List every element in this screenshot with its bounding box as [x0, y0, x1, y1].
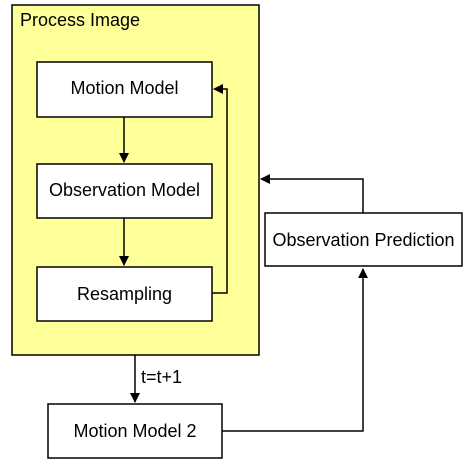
time-step-label: t=t+1	[141, 367, 183, 387]
observation-prediction-label: Observation Prediction	[272, 230, 455, 250]
motion-model-box	[36, 61, 213, 118]
motion-model-2-label: Motion Model 2	[73, 421, 197, 441]
resampling-box	[36, 266, 213, 322]
observation-prediction-box	[264, 212, 463, 267]
observation-model-box	[36, 163, 213, 219]
resampling-label: Resampling	[76, 284, 173, 304]
motion-model-label: Motion Model	[70, 78, 179, 98]
edge-motion-model-2-to-prediction	[222, 268, 368, 432]
motion-model-2-box	[47, 403, 223, 459]
process-image-title: Process Image	[20, 10, 141, 30]
observation-model-label: Observation Model	[48, 180, 201, 200]
edge-resampling-loop-back	[212, 84, 228, 294]
edge-prediction-to-container	[260, 174, 364, 213]
